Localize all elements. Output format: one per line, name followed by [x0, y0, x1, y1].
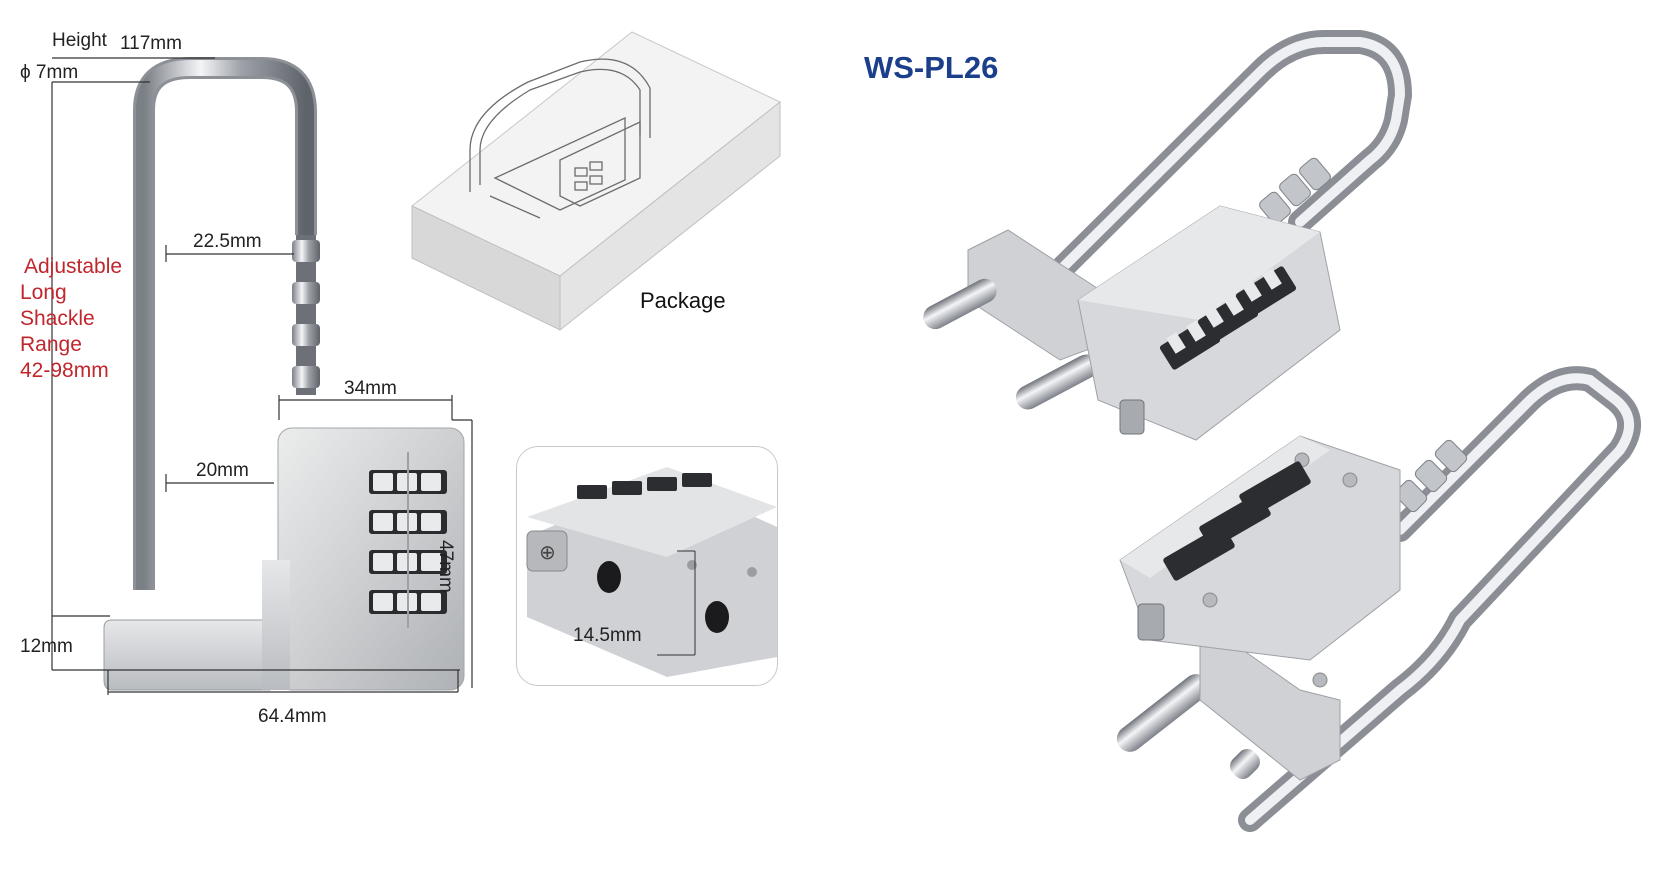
package-lock-sketch — [469, 58, 651, 219]
bottom-photo-dials — [1163, 461, 1311, 581]
long-text: Long — [20, 281, 67, 304]
range-value-text: 42-98mm — [20, 359, 109, 382]
svg-text:⊕: ⊕ — [539, 540, 556, 564]
package-label: Package — [640, 288, 726, 313]
height-value: 117mm — [120, 33, 182, 54]
model-title: WS-PL26 — [864, 50, 999, 85]
body-width-label: 34mm — [344, 378, 397, 399]
top-photo-dials — [1159, 266, 1297, 370]
adjustable-range-note: Adjustable Long Shackle Range 42-98mm — [20, 254, 122, 384]
base-height-label: 12mm — [20, 636, 73, 657]
inner-width-bottom-label: 20mm — [196, 460, 249, 481]
dimension-lines — [51, 57, 473, 695]
total-width-label: 64.4mm — [258, 706, 327, 727]
shackle-text: Shackle — [20, 307, 95, 330]
adjustable-text: Adjustable — [24, 255, 123, 278]
height-label: Height — [52, 30, 107, 51]
front-dials — [369, 452, 447, 628]
inner-width-top-label: 22.5mm — [193, 231, 262, 252]
bottom-detail-inset: ⊕ 14.5mm — [516, 446, 778, 686]
shackle-notches — [292, 235, 320, 395]
range-text: Range — [20, 333, 82, 356]
hole-size-label: 14.5mm — [573, 625, 642, 646]
diameter-label: ϕ 7mm — [20, 62, 79, 83]
